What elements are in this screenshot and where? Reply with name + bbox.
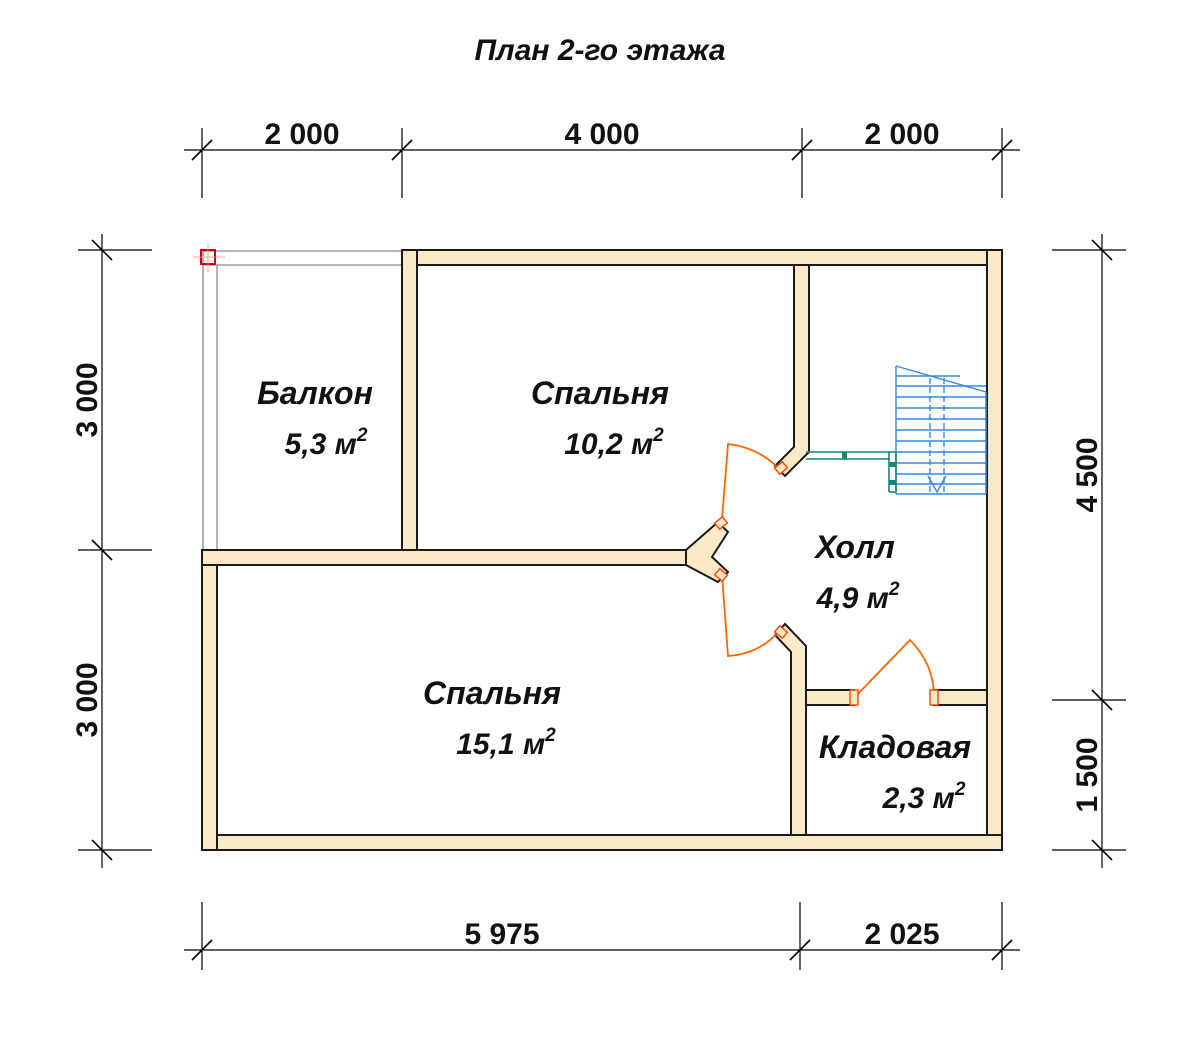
room-area-hall: 4,9 м2 — [816, 579, 900, 615]
room-area-storage: 2,3 м2 — [882, 779, 966, 815]
balcony-railing — [193, 244, 402, 550]
right-dimension: 4 500 1 500 — [1052, 234, 1126, 868]
room-bedroom-bottom: Спальня 15,1 м2 — [423, 675, 561, 761]
bottom-dimension: 5 975 2 025 — [184, 902, 1020, 970]
top-dimension: 2 000 4 000 2 000 — [184, 118, 1020, 198]
dim-left-2: 3 000 — [71, 662, 104, 737]
room-name-storage: Кладовая — [819, 729, 971, 765]
room-name-hall: Холл — [813, 529, 895, 565]
room-name-balcony: Балкон — [257, 375, 373, 411]
dim-left-1: 3 000 — [71, 362, 104, 437]
dim-bottom-1: 5 975 — [464, 918, 539, 951]
dim-top-3: 2 000 — [864, 118, 939, 151]
dim-top-2: 4 000 — [564, 118, 639, 151]
walls — [201, 249, 1003, 851]
room-area-balcony: 5,3 м2 — [285, 425, 368, 461]
room-balcony: Балкон 5,3 м2 — [257, 375, 373, 461]
stair-railing — [806, 451, 897, 493]
room-hall: Холл 4,9 м2 — [813, 529, 900, 615]
room-name-bedroom-top: Спальня — [531, 375, 669, 411]
dim-right-1: 4 500 — [1071, 437, 1104, 512]
room-area-bedroom-top: 10,2 м2 — [564, 425, 664, 461]
dim-right-2: 1 500 — [1071, 737, 1104, 812]
stair — [895, 365, 987, 495]
room-storage: Кладовая 2,3 м2 — [819, 729, 971, 815]
room-area-bedroom-bottom: 15,1 м2 — [456, 725, 556, 761]
doors — [713, 442, 939, 706]
room-name-bedroom-bottom: Спальня — [423, 675, 561, 711]
dim-top-1: 2 000 — [264, 118, 339, 151]
left-dimension: 3 000 3 000 — [71, 234, 152, 868]
plan-title: План 2-го этажа — [474, 34, 725, 67]
room-bedroom-top: Спальня 10,2 м2 — [531, 375, 669, 461]
dim-bottom-2: 2 025 — [864, 918, 939, 951]
